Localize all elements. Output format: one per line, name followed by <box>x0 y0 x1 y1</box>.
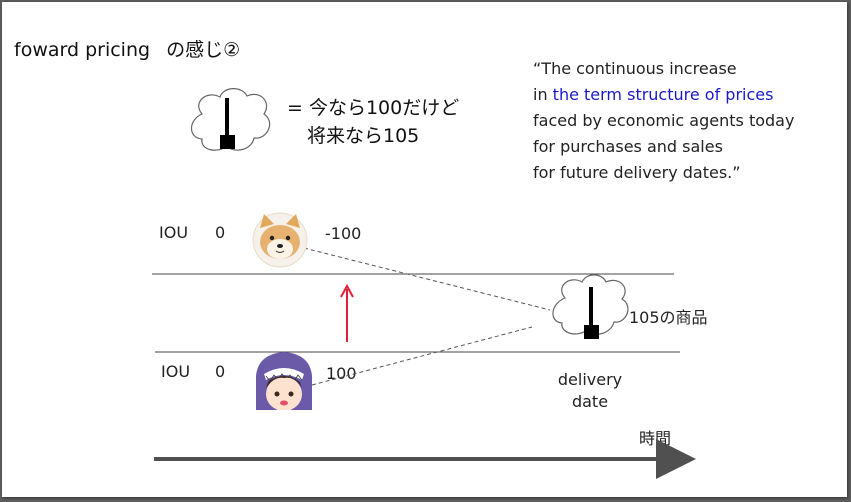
slide-title: foward pricing の感じ② <box>14 35 240 62</box>
quote-highlight: the term structure of prices <box>552 85 774 104</box>
quote-line-2-prefix: in <box>533 85 553 104</box>
definition-quote: “The continuous increase in the term str… <box>533 56 794 186</box>
quote-line-2: in the term structure of prices <box>533 82 794 108</box>
red-up-arrow-icon <box>340 283 354 342</box>
shiba-dog-avatar <box>252 212 308 268</box>
top-amount: -100 <box>325 224 362 243</box>
delivery-line-1: delivery <box>557 370 623 389</box>
slide: foward pricing の感じ② = 今なら100だけど 将来なら105 … <box>2 2 847 497</box>
top-balance: 0 <box>215 223 226 242</box>
equation-line-2: 将来なら105 <box>307 125 420 147</box>
quote-line-1: “The continuous increase <box>533 59 737 78</box>
quote-line-5: for future delivery dates.” <box>533 163 741 182</box>
dashed-connector-top <box>303 247 551 311</box>
shark-hood-girl-avatar <box>256 352 312 414</box>
top-iou-label: IOU <box>159 223 189 242</box>
bottom-amount: 100 <box>326 364 357 383</box>
diagram-graphics <box>152 88 696 479</box>
goods-cloud-icon <box>552 274 629 339</box>
cloud-with-bar-icon <box>190 88 271 151</box>
delivery-line-2: date <box>571 392 609 411</box>
title-suffix: の感じ② <box>166 39 241 61</box>
quote-line-3: faced by economic agents today <box>533 111 795 130</box>
goods-label: 105の商品 <box>629 308 708 327</box>
delivery-date-label: delivery date <box>550 369 630 413</box>
quote-line-4: for purchases and sales <box>533 137 723 156</box>
title-main: foward pricing <box>14 39 151 61</box>
bottom-balance: 0 <box>215 362 226 381</box>
dashed-connector-bottom <box>311 326 533 386</box>
bottom-iou-label: IOU <box>161 362 191 381</box>
price-equation: = 今なら100だけど 将来なら105 <box>287 94 459 150</box>
equation-line-1: = 今なら100だけど <box>287 97 460 119</box>
